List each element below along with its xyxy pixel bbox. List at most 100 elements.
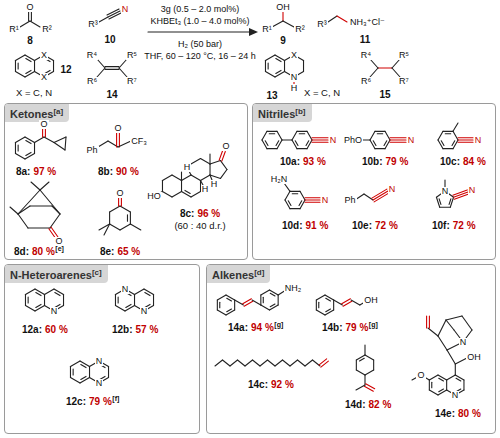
bond-line bbox=[276, 70, 281, 73]
bond-line bbox=[115, 295, 116, 306]
bond-line bbox=[267, 131, 277, 132]
footnote-mark: [a] bbox=[53, 107, 63, 116]
bond-line bbox=[270, 293, 275, 296]
atom-label: X bbox=[290, 51, 298, 60]
bond-line bbox=[261, 290, 270, 295]
bond-line bbox=[181, 175, 191, 181]
bond-line bbox=[334, 300, 343, 305]
atom-label: R³ bbox=[87, 20, 99, 29]
compound-number: 14c: bbox=[248, 380, 268, 390]
bond-line bbox=[439, 389, 444, 392]
bond-line bbox=[26, 141, 31, 144]
bond-line bbox=[54, 289, 64, 295]
bond-line bbox=[44, 289, 54, 295]
bond-line bbox=[42, 127, 43, 137]
bond-line bbox=[130, 224, 140, 230]
bond-line bbox=[277, 131, 282, 140]
bond-line bbox=[285, 200, 290, 209]
yield-value: 72 % bbox=[375, 221, 398, 231]
bond-line bbox=[443, 148, 453, 149]
bond-line bbox=[375, 148, 385, 149]
bond-line bbox=[297, 131, 307, 132]
atom-label: O bbox=[54, 237, 63, 246]
atom-label: N bbox=[50, 307, 59, 316]
bond-line bbox=[463, 380, 464, 390]
bond-line bbox=[276, 141, 279, 146]
bond-line bbox=[223, 360, 231, 366]
category-panel: Nitriles[b] bbox=[252, 103, 496, 260]
bond-line bbox=[209, 164, 210, 175]
bond-line bbox=[235, 300, 244, 305]
yield-value: 93 % bbox=[303, 157, 326, 167]
bond-line bbox=[319, 359, 327, 365]
bond-line bbox=[40, 182, 49, 190]
bond-line bbox=[15, 154, 25, 160]
atom-label: O bbox=[25, 3, 34, 12]
bond-line bbox=[265, 55, 275, 61]
bond-line bbox=[134, 295, 135, 306]
bond-line bbox=[18, 145, 19, 151]
atom-label: OH bbox=[275, 3, 291, 12]
bond-line bbox=[440, 207, 451, 208]
bond-line bbox=[292, 193, 297, 194]
bond-line bbox=[282, 139, 292, 140]
yield-value: 79 % bbox=[386, 157, 409, 167]
bond-line bbox=[99, 17, 108, 22]
bond-line bbox=[119, 133, 120, 147]
yield-value: 82 % bbox=[369, 400, 392, 410]
atom-label: O bbox=[221, 142, 230, 151]
atom-label: X bbox=[40, 51, 48, 60]
yield-value: 91 % bbox=[306, 221, 329, 231]
compound-number: 13 bbox=[266, 91, 277, 101]
atom-label: R⁶ bbox=[360, 77, 372, 86]
compound-number: 15 bbox=[379, 90, 390, 100]
atom-label: R⁵ bbox=[126, 51, 138, 60]
bond-line bbox=[25, 289, 35, 295]
bond-line bbox=[312, 142, 328, 143]
bond-line bbox=[446, 316, 462, 320]
bond-line bbox=[305, 199, 320, 200]
bond-line bbox=[81, 365, 86, 368]
bond-line bbox=[30, 205, 52, 206]
bond-line bbox=[458, 142, 473, 143]
bond-line bbox=[15, 72, 25, 78]
category-panel: N-Heteroarenes[c] bbox=[4, 264, 200, 434]
footnote-mark: [c] bbox=[92, 268, 102, 277]
bond-line bbox=[307, 131, 312, 140]
atom-label: R¹ bbox=[8, 25, 20, 34]
bond-line bbox=[439, 199, 441, 205]
bond-line bbox=[275, 55, 285, 61]
bond-line bbox=[31, 182, 40, 190]
bond-line bbox=[210, 161, 220, 164]
atom-label: N bbox=[290, 73, 299, 82]
bond-line bbox=[447, 350, 455, 364]
bond-line bbox=[285, 191, 290, 200]
atom-label: NH₃⁺Cl⁻ bbox=[349, 18, 386, 27]
bond-line bbox=[438, 131, 443, 140]
bond-line bbox=[201, 175, 211, 181]
bond-line bbox=[18, 214, 28, 228]
bond-line bbox=[144, 289, 154, 295]
bond-line bbox=[15, 55, 25, 61]
bond-line bbox=[15, 61, 16, 72]
compound-number: 10b: bbox=[362, 157, 383, 167]
bond-line bbox=[312, 137, 328, 138]
bond-line bbox=[15, 137, 25, 143]
bond-line bbox=[299, 201, 302, 206]
bond-line bbox=[26, 59, 31, 62]
bond-line bbox=[70, 367, 71, 378]
bond-line bbox=[458, 139, 473, 140]
atom-label: H bbox=[210, 180, 219, 189]
bond-line bbox=[373, 141, 376, 146]
bond-line bbox=[364, 345, 365, 355]
bond-line bbox=[118, 197, 119, 206]
atom-label: O bbox=[115, 189, 124, 198]
bond-line bbox=[80, 361, 90, 367]
bond-line bbox=[104, 224, 110, 235]
compound-number: 8a: bbox=[16, 167, 30, 177]
compound-number: 14b: bbox=[322, 323, 343, 333]
bond-line bbox=[35, 289, 45, 295]
bond-line bbox=[181, 192, 191, 198]
bond-line bbox=[217, 300, 218, 310]
bond-line bbox=[449, 199, 451, 205]
